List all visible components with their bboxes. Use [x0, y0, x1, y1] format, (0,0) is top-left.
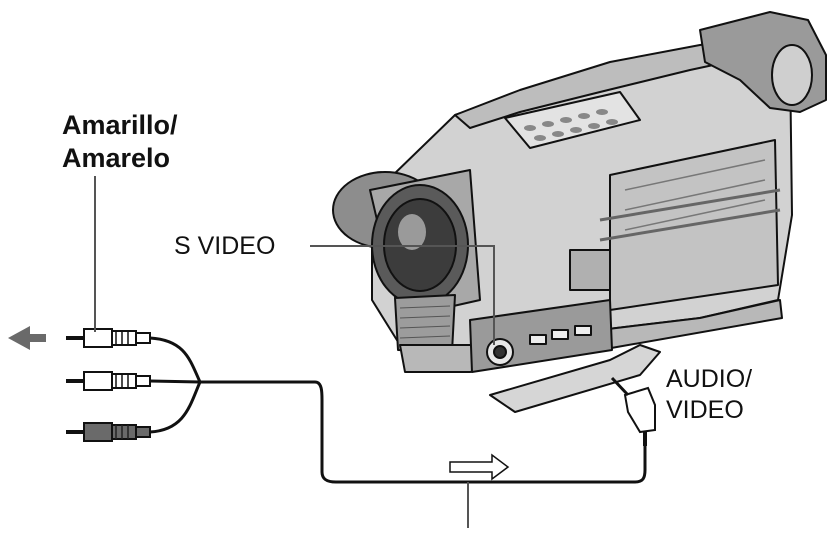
hollow-arrow-right-icon [449, 453, 510, 481]
button-panel [504, 91, 641, 149]
av-cable [148, 336, 647, 484]
rca-plug-red [66, 422, 151, 442]
camcorder [332, 11, 827, 413]
rca-plug-yellow [66, 328, 151, 348]
dv-jack-3 [574, 325, 592, 336]
dv-jack-1 [529, 334, 547, 345]
label-audio-video-line1: AUDIO/ [666, 365, 753, 393]
av-minijack-plug [610, 376, 656, 446]
jack-cover [489, 344, 661, 413]
viewfinder-eyepiece [771, 44, 813, 106]
label-audio-video-line2: VIDEO [666, 396, 744, 424]
label-amarelo: Amarelo [62, 143, 171, 173]
rca-plug-white [66, 371, 151, 391]
arrow-left-icon [8, 326, 46, 350]
speaker-grille [394, 294, 456, 353]
label-amarillo: Amarillo/ [62, 110, 178, 140]
cable-trunk [198, 380, 647, 484]
leader-s-video [310, 245, 495, 345]
dv-jack-2 [551, 329, 569, 340]
leader-lines [94, 176, 495, 528]
label-s-video: S VIDEO [174, 232, 276, 260]
